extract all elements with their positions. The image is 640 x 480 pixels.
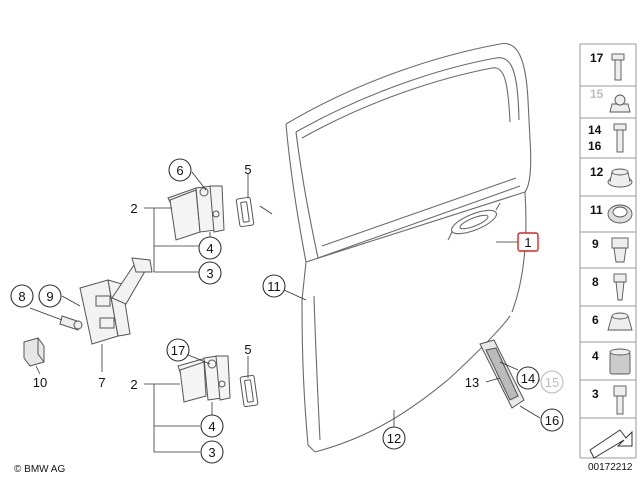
side-part-8-icon[interactable] <box>613 273 627 301</box>
navigation-arrow-icon[interactable] <box>589 429 633 459</box>
upper-door-hinge[interactable] <box>167 185 225 241</box>
side-part-9-icon[interactable] <box>611 237 629 263</box>
lower-hinge-seal[interactable] <box>239 374 259 408</box>
copyright-text: © BMW AG <box>14 464 65 475</box>
callouts <box>10 158 564 464</box>
callout-5-upper[interactable]: 5 <box>244 162 251 177</box>
side-part-12-icon[interactable] <box>607 168 633 188</box>
leader-lines <box>29 171 541 453</box>
side-part-11-icon[interactable] <box>607 204 633 224</box>
door-check-bolt[interactable] <box>59 315 83 331</box>
callout-2-lower[interactable]: 2 <box>130 377 137 392</box>
callout-3-lower[interactable]: 3 <box>208 445 215 460</box>
door-panel[interactable] <box>285 43 532 453</box>
side-part-14-16-icon[interactable] <box>613 123 627 153</box>
callout-12[interactable]: 12 <box>387 431 401 446</box>
side-label-6[interactable]: 6 <box>592 313 599 327</box>
side-panel: 17 15 14 16 12 11 9 8 6 4 3 00172212 <box>579 43 637 473</box>
callout-3-upper[interactable]: 3 <box>206 266 213 281</box>
callout-14[interactable]: 14 <box>521 371 535 386</box>
rubber-buffer[interactable] <box>23 337 45 367</box>
callout-16[interactable]: 16 <box>545 413 559 428</box>
lower-door-hinge[interactable] <box>177 355 231 403</box>
side-label-4[interactable]: 4 <box>592 349 599 363</box>
callout-labels: 1 2 2 3 3 4 4 5 5 6 7 8 9 10 11 12 13 14… <box>18 162 559 460</box>
diagram-number: 00172212 <box>588 462 633 473</box>
side-label-16[interactable]: 16 <box>588 139 602 153</box>
side-label-17[interactable]: 17 <box>590 51 604 65</box>
upper-hinge-seal[interactable] <box>235 196 255 228</box>
side-part-15-icon[interactable] <box>609 94 631 113</box>
side-part-3-icon[interactable] <box>613 385 627 415</box>
trim-moulding[interactable] <box>479 339 525 409</box>
callout-13[interactable]: 13 <box>465 375 479 390</box>
callout-4-lower[interactable]: 4 <box>208 419 215 434</box>
callout-9[interactable]: 9 <box>46 289 53 304</box>
side-part-6-icon[interactable] <box>607 312 633 331</box>
callout-6[interactable]: 6 <box>176 163 183 178</box>
side-label-3[interactable]: 3 <box>592 387 599 401</box>
side-part-17-icon[interactable] <box>611 53 625 81</box>
callout-4-upper[interactable]: 4 <box>206 241 213 256</box>
door-check-strap[interactable] <box>79 257 153 345</box>
side-label-11[interactable]: 11 <box>590 203 603 217</box>
callout-10[interactable]: 10 <box>33 375 47 390</box>
callout-7[interactable]: 7 <box>98 375 105 390</box>
side-label-8[interactable]: 8 <box>592 275 599 289</box>
callout-1[interactable]: 1 <box>524 235 531 250</box>
side-label-15[interactable]: 15 <box>590 87 604 101</box>
side-label-14[interactable]: 14 <box>588 123 602 137</box>
callout-8[interactable]: 8 <box>18 289 25 304</box>
callout-11[interactable]: 11 <box>267 279 281 294</box>
side-label-9[interactable]: 9 <box>592 237 599 251</box>
callout-15[interactable]: 15 <box>545 375 559 390</box>
side-label-12[interactable]: 12 <box>590 165 604 179</box>
callout-1-box <box>517 232 539 252</box>
callout-17[interactable]: 17 <box>171 343 185 358</box>
callout-5-lower[interactable]: 5 <box>244 342 251 357</box>
side-part-4-icon[interactable] <box>609 348 631 375</box>
callout-2-upper[interactable]: 2 <box>130 201 137 216</box>
